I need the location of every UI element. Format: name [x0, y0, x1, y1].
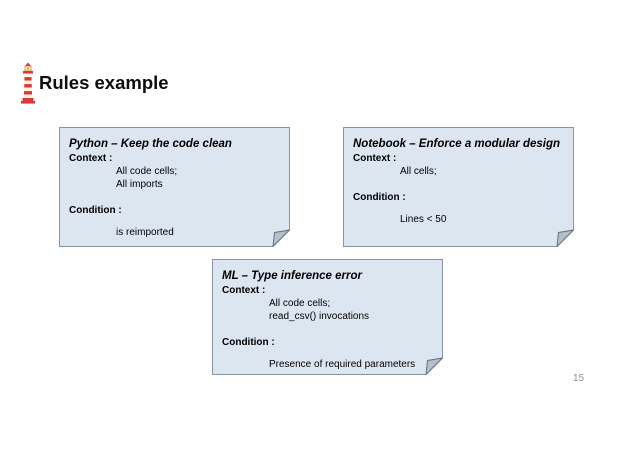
folded-note-shape [343, 127, 574, 247]
context-line: All code cells; [269, 298, 331, 309]
context-label: Context : [69, 153, 113, 164]
context-label: Context : [222, 285, 266, 296]
folded-note-shape [59, 127, 290, 247]
context-line: All cells; [400, 166, 437, 177]
context-line: All code cells; [116, 166, 178, 177]
page-number: 15 [573, 373, 585, 384]
rule-card-python: Python – Keep the code clean Context : A… [59, 127, 290, 247]
rule-title: Notebook – Enforce a modular design [353, 138, 561, 150]
context-line: All imports [116, 179, 163, 190]
context-label: Context : [353, 153, 397, 164]
condition-line: Presence of required parameters [269, 359, 416, 370]
rule-card-notebook: Notebook – Enforce a modular design Cont… [343, 127, 574, 247]
lighthouse-icon [21, 62, 35, 104]
condition-label: Condition : [69, 205, 122, 216]
condition-label: Condition : [353, 192, 406, 203]
condition-line: Lines < 50 [400, 214, 447, 225]
context-line: read_csv() invocations [269, 311, 370, 322]
slide-title: Rules example [39, 72, 169, 93]
rule-card-ml: ML – Type inference error Context : All … [212, 259, 443, 375]
condition-line: is reimported [116, 227, 174, 238]
condition-label: Condition : [222, 337, 275, 348]
rule-title: Python – Keep the code clean [69, 138, 232, 150]
rule-title: ML – Type inference error [222, 270, 362, 282]
folded-note-shape [212, 259, 443, 375]
